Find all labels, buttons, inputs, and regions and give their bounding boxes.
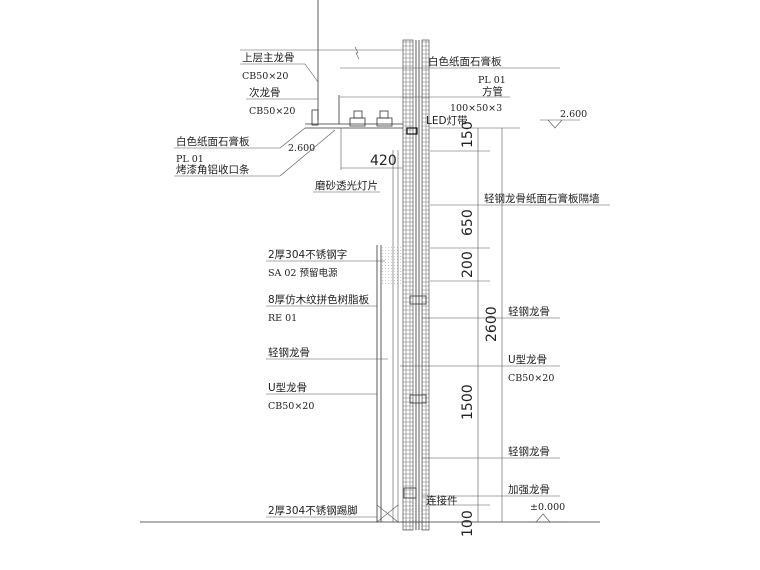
label-u-keel-left: U型龙骨 — [268, 381, 307, 394]
dim-1500: 1500 — [460, 384, 476, 420]
right-annotations: 白色纸面石膏板 PL 01 方管 100×50×3 LED灯带 轻钢龙骨纸面石膏… — [340, 55, 610, 507]
label-resin-panel: 8厚仿木纹拼色树脂板 — [268, 293, 370, 306]
label-re01: RE 01 — [268, 313, 297, 324]
label-connector: 连接件 — [426, 494, 458, 507]
dim-100: 100 — [460, 510, 476, 537]
elevation-right: 2.600 — [560, 109, 587, 120]
elevation-markers: 2.600 2.600 ±0.000 — [288, 109, 587, 523]
dim-2600: 2600 — [484, 306, 500, 342]
elevation-left: 2.600 — [288, 143, 315, 154]
label-steel-letter: 2厚304不锈钢字 — [268, 248, 347, 261]
left-annotations: 上层主龙骨 CB50×20 次龙骨 CB50×20 白色纸面石膏板 PL 01 … — [174, 51, 388, 518]
label-u-keel-left-spec: CB50×20 — [268, 401, 314, 412]
dim-650: 650 — [460, 209, 476, 236]
label-u-keel-right-spec: CB50×20 — [508, 373, 554, 384]
label-white-gypsum-left: 白色纸面石膏板 — [176, 135, 250, 148]
label-pl01-left: PL 01 — [176, 154, 204, 165]
label-sa02-power: SA 02 预留电源 — [268, 267, 338, 279]
label-secondary-keel-spec: CB50×20 — [249, 106, 295, 117]
label-pl01-right: PL 01 — [478, 75, 506, 86]
wall-panels — [376, 150, 427, 530]
label-u-keel-right: U型龙骨 — [508, 353, 547, 366]
partition-wall — [402, 39, 430, 531]
label-white-gypsum-right: 白色纸面石膏板 — [428, 55, 502, 68]
dim-420: 420 — [370, 153, 397, 169]
label-upper-main-keel: 上层主龙骨 — [242, 51, 295, 64]
label-secondary-keel: 次龙骨 — [249, 86, 281, 99]
dimension-lines: 420 150 650 200 2600 1500 100 — [341, 121, 520, 537]
label-led-strip: LED灯带 — [426, 115, 468, 127]
label-light-keel-left: 轻钢龙骨 — [268, 346, 310, 359]
label-upper-main-keel-spec: CB50×20 — [242, 71, 288, 82]
label-aluminium-trim: 烤漆角铝收口条 — [176, 163, 250, 176]
label-square-tube: 方管 — [482, 85, 503, 98]
label-partition-wall: 轻钢龙骨纸面石膏板隔墙 — [484, 192, 600, 205]
dim-200: 200 — [460, 251, 476, 278]
ceiling-structure — [240, 0, 418, 170]
dim-150: 150 — [460, 121, 476, 148]
label-frosted-lamp: 磨砂透光灯片 — [315, 179, 378, 192]
elevation-ground: ±0.000 — [530, 502, 565, 513]
label-light-keel-right-1: 轻钢龙骨 — [508, 305, 550, 318]
label-light-keel-right-2: 轻钢龙骨 — [508, 445, 550, 458]
label-reinforce-keel: 加强龙骨 — [508, 483, 550, 496]
label-skirting: 2厚304不锈钢踢脚 — [268, 504, 358, 517]
label-square-tube-spec: 100×50×3 — [450, 103, 502, 114]
